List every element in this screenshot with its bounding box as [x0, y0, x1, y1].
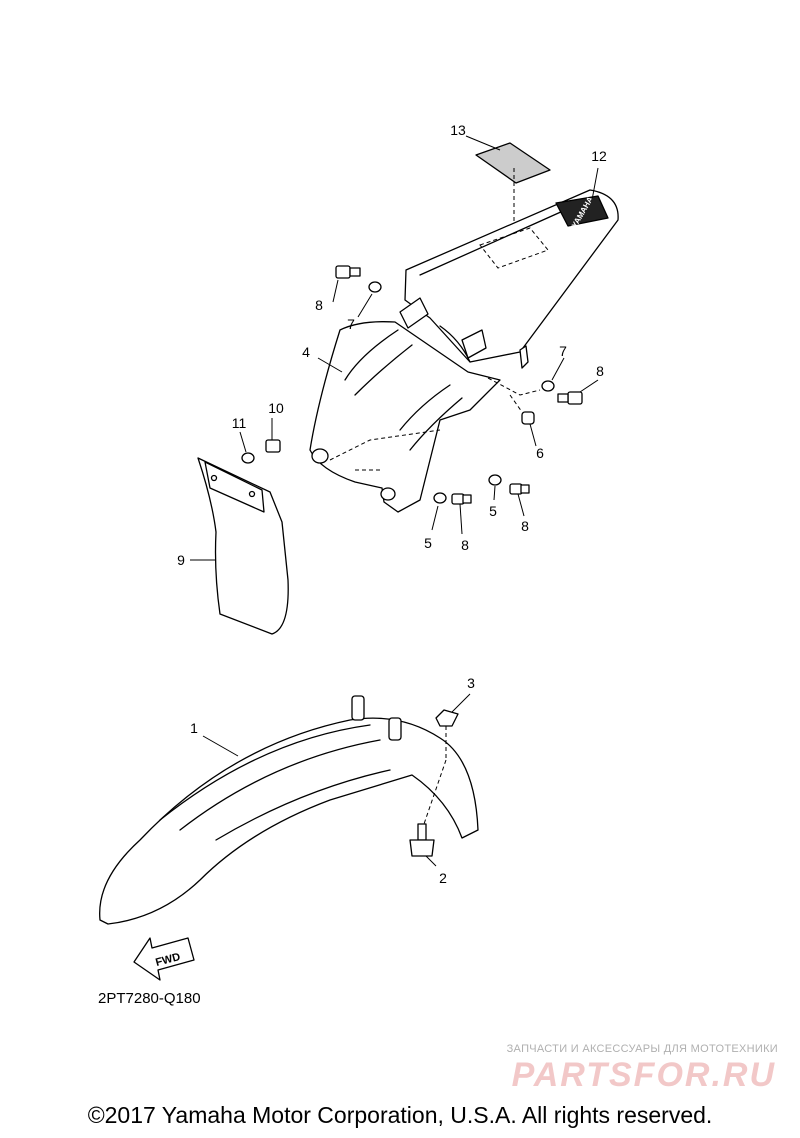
- part-1-front-fender: [99, 695, 479, 925]
- callout-13: 13: [450, 122, 466, 138]
- callout-2: 2: [439, 870, 447, 886]
- callout-8-lower-left: 8: [461, 537, 469, 553]
- callout-11: 11: [232, 415, 247, 431]
- callout-12: 12: [591, 148, 607, 164]
- callout-1: 1: [190, 720, 198, 736]
- part-12-rear-fender: YAMAHA: [399, 189, 619, 369]
- leader-lines: [190, 135, 599, 867]
- collar-5a: [433, 492, 447, 504]
- washer-11: [241, 452, 255, 464]
- collar-6: [521, 411, 535, 425]
- callout-5-lower-right: 5: [489, 503, 497, 519]
- part-13-decal: [475, 142, 551, 250]
- bolt-8b: [557, 391, 583, 405]
- callout-7-upper-right: 7: [559, 343, 567, 359]
- yamaha-decal: YAMAHA: [555, 195, 609, 229]
- callout-8-lower-right: 8: [521, 518, 529, 534]
- fwd-arrow: FWD: [133, 937, 195, 981]
- watermark-subtitle: ЗАПЧАСТИ И АКСЕССУАРЫ ДЛЯ МОТОТЕХНИКИ: [506, 1043, 778, 1055]
- diagram-code: 2PT7280-Q180: [98, 990, 201, 1007]
- part-9-mud-flap: [197, 457, 289, 635]
- collar-5b: [488, 474, 502, 486]
- watermark-logo: PARTSFOR.RU: [511, 1056, 776, 1094]
- callout-6: 6: [536, 445, 544, 461]
- callout-8-upper-left: 8: [315, 297, 323, 313]
- bolt-8a: [335, 265, 361, 279]
- callout-10: 10: [268, 400, 284, 416]
- callout-4: 4: [302, 344, 310, 360]
- copyright-notice: ©2017 Yamaha Motor Corporation, U.S.A. A…: [87, 1102, 713, 1128]
- callout-7-upper-left: 7: [347, 316, 355, 332]
- bolt-10: [265, 439, 281, 453]
- grommet-3: [435, 709, 459, 727]
- bolt-8c: [451, 493, 472, 505]
- callout-labels: 13 12 8 7 4 7 8 6 10 11 5 8 5 8 9 3 1 2: [177, 122, 607, 886]
- bolt-2: [409, 823, 435, 857]
- callout-8-upper-right: 8: [596, 363, 604, 379]
- callout-3: 3: [467, 675, 475, 691]
- bolt-8d: [509, 483, 530, 495]
- collar-7b: [541, 380, 555, 392]
- part-4-rear-fender-lower: [309, 321, 501, 513]
- callout-5-lower-left: 5: [424, 535, 432, 551]
- collar-7a: [368, 281, 382, 293]
- callout-9: 9: [177, 552, 185, 568]
